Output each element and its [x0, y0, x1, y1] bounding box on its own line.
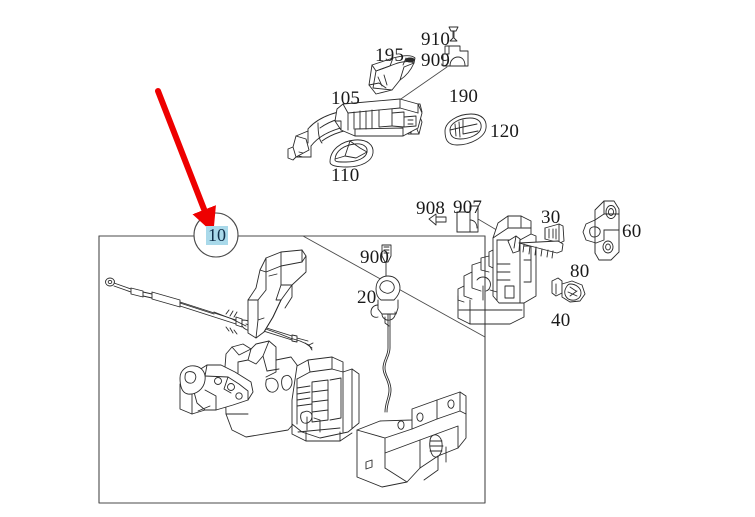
part-label-190: 190 [449, 86, 479, 107]
part-40-bolt [551, 277, 586, 303]
part-upper-center-bracket [247, 249, 307, 339]
part-label-120: 120 [490, 121, 520, 142]
part-910-clip [448, 26, 459, 42]
part-909-bracket [442, 45, 469, 67]
part-907-actuator [456, 205, 479, 233]
part-label-60: 60 [622, 221, 642, 242]
part-label-910: 910 [421, 29, 451, 50]
part-110-handle-cover [329, 139, 374, 168]
red-annotation-arrow [155, 88, 216, 234]
part-label-908: 908 [416, 198, 446, 219]
part-lower-right-panel [356, 391, 467, 488]
part-908-clip [428, 213, 447, 226]
part-60-striker-plate [582, 200, 620, 261]
part-label-20: 20 [357, 287, 377, 308]
assembly-group-box-outline [98, 235, 486, 504]
part-label-105: 105 [331, 88, 361, 109]
part-120-oval-cover [444, 113, 487, 146]
part-30-screw [544, 223, 565, 244]
callout-number-10[interactable]: 10 [206, 225, 228, 245]
part-label-900: 900 [360, 247, 390, 268]
part-label-80: 80 [570, 261, 590, 282]
part-900-pin [381, 244, 392, 282]
part-195-handle-trim [368, 55, 416, 95]
part-20-actuator [370, 275, 401, 413]
part-80-screw [507, 235, 564, 259]
part-label-909: 909 [421, 50, 451, 71]
part-label-30: 30 [541, 207, 561, 228]
part-label-40: 40 [551, 310, 571, 331]
part-label-907: 907 [453, 197, 483, 218]
part-door-latch-left [179, 340, 298, 438]
part-190-lock-housing [334, 98, 423, 137]
part-label-195: 195 [375, 45, 405, 66]
part-label-110: 110 [331, 165, 360, 186]
part-lock-mechanism-center [291, 356, 360, 442]
